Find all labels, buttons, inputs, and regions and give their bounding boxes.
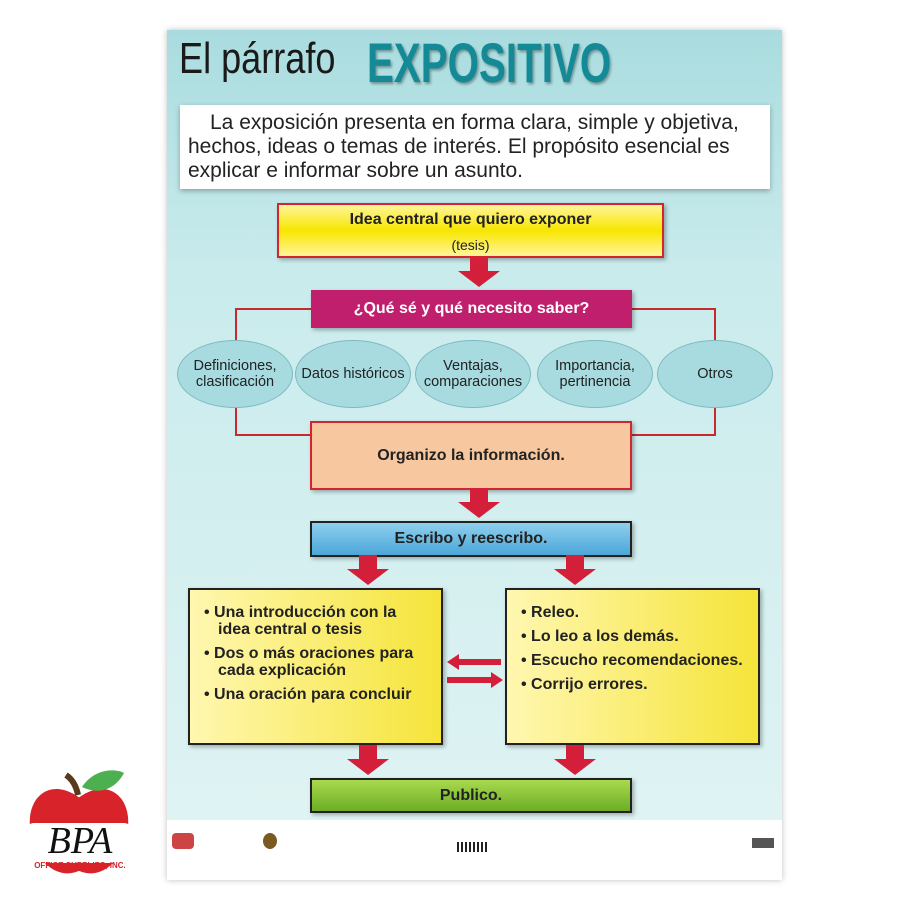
list-item: • Una oración para concluir: [204, 686, 412, 703]
arrow-down-icon: [458, 488, 500, 518]
arrow-down-icon: [458, 257, 500, 287]
oval-definiciones: Definiciones, clasificación: [177, 340, 293, 408]
barcode-icon: [457, 842, 489, 852]
step-idea-sub: (tesis): [451, 237, 490, 253]
oval-otros: Otros: [657, 340, 773, 408]
list-item: • Releo.: [521, 604, 580, 621]
intro-text: La exposición presenta en forma clara, s…: [180, 105, 770, 189]
right-list-box: • Releo. • Lo leo a los demás. • Escucho…: [505, 588, 760, 745]
step-organizo: Organizo la información.: [310, 421, 632, 490]
poster: El párrafo EXPOSITIVO La exposición pres…: [167, 30, 782, 880]
list-item: • Una introducción con la idea central o…: [204, 604, 397, 638]
oval-importancia: Importancia, pertinencia: [537, 340, 653, 408]
list-item: • Lo leo a los demás.: [521, 628, 679, 645]
list-item: • Escucho recomendaciones.: [521, 652, 743, 669]
arrow-down-icon: [554, 745, 596, 775]
step-publico: Publico.: [310, 778, 632, 813]
arrow-down-icon: [554, 555, 596, 585]
step-idea-central: Idea central que quiero exponer (tesis): [277, 203, 664, 258]
seal-icon: [263, 833, 277, 849]
bpa-logo: BPA OFFICE SUPPLIES, INC.: [20, 765, 138, 885]
brand-logo-icon: [752, 838, 774, 848]
arrow-down-icon: [347, 745, 389, 775]
logo-text: BPA: [47, 820, 113, 862]
left-list-box: • Una introducción con la idea central o…: [188, 588, 443, 745]
logo-subtext: OFFICE SUPPLIES, INC.: [34, 861, 126, 870]
oval-datos: Datos históricos: [295, 340, 411, 408]
list-item: • Dos o más oraciones para cada explicac…: [204, 645, 414, 679]
list-item: • Corrijo errores.: [521, 676, 648, 693]
double-arrow-icon: [447, 654, 503, 688]
title-prefix: El párrafo: [179, 34, 336, 83]
oval-ventajas: Ventajas, comparaciones: [415, 340, 531, 408]
step-idea-title: Idea central que quiero exponer: [349, 211, 592, 228]
step-que-se: ¿Qué sé y qué necesito saber?: [311, 290, 632, 328]
step-escribo: Escribo y reescribo.: [310, 521, 632, 557]
title-main: EXPOSITIVO: [367, 31, 612, 94]
arrow-down-icon: [347, 555, 389, 585]
publisher-logo-icon: [172, 833, 194, 849]
